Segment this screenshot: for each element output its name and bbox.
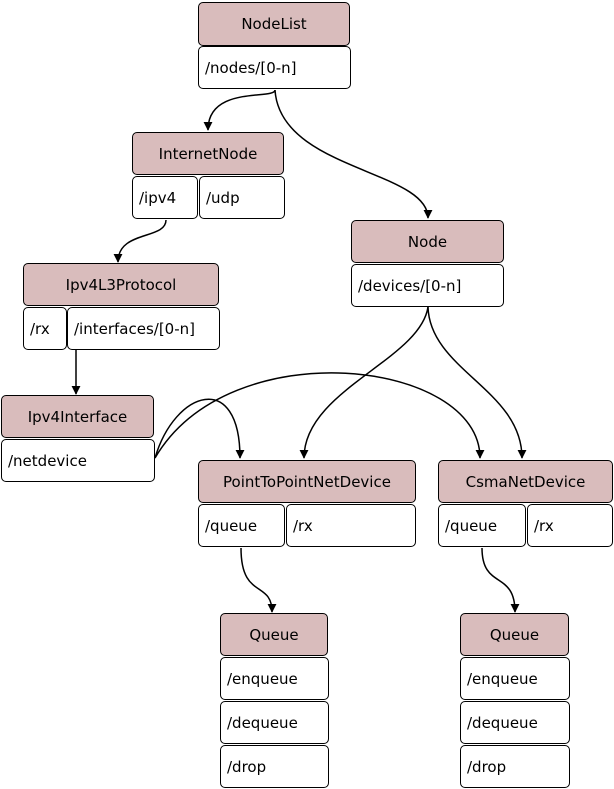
queue-right-field-drop: /drop	[460, 745, 570, 788]
edge-nodes-to-internetnode	[203, 89, 276, 131]
edge-netdevice-to-p2p	[154, 398, 245, 459]
queue-right-field-enqueue: /enqueue	[460, 657, 570, 700]
p2p-netdevice-field-queue: /queue	[198, 504, 285, 547]
edge-nodes-to-node	[274, 89, 433, 219]
nodelist-field-nodes: /nodes/[0-n]	[198, 46, 351, 89]
queue-left-field-dequeue: /dequeue	[220, 701, 329, 744]
queue-left-field-enqueue: /enqueue	[220, 657, 329, 700]
node-field-devices: /devices/[0-n]	[351, 264, 504, 307]
csma-netdevice-field-rx: /rx	[527, 504, 613, 547]
p2p-netdevice-field-rx: /rx	[286, 504, 416, 547]
ipv4interface-header: Ipv4Interface	[1, 395, 154, 438]
queue-left-field-drop: /drop	[220, 745, 329, 788]
ipv4l3protocol-field-rx: /rx	[23, 307, 67, 350]
ipv4l3protocol-header: Ipv4L3Protocol	[23, 263, 219, 306]
csma-netdevice-field-queue: /queue	[438, 504, 526, 547]
edge-devices-to-p2p	[299, 306, 429, 459]
csma-netdevice-header: CsmaNetDevice	[438, 460, 613, 503]
internetnode-field-udp: /udp	[199, 176, 285, 219]
ipv4interface-field-netdevice: /netdevice	[1, 439, 155, 482]
queue-right-header: Queue	[460, 613, 569, 656]
edge-csma-queue-to-queue	[481, 547, 520, 613]
queue-right-field-dequeue: /dequeue	[460, 701, 570, 744]
edge-netdevice-to-csma	[154, 372, 485, 459]
edge-p2p-queue-to-queue	[240, 547, 277, 613]
p2p-netdevice-header: PointToPointNetDevice	[198, 460, 416, 503]
internetnode-field-ipv4: /ipv4	[132, 176, 198, 219]
node-header: Node	[351, 220, 504, 263]
internetnode-header: InternetNode	[132, 132, 284, 175]
nodelist-header: NodeList	[198, 2, 350, 46]
edge-ipv4-to-ipv4l3protocol	[113, 219, 167, 263]
ipv4l3protocol-field-interfaces: /interfaces/[0-n]	[67, 307, 220, 350]
edge-devices-to-csma	[427, 306, 527, 459]
queue-left-header: Queue	[220, 613, 328, 656]
